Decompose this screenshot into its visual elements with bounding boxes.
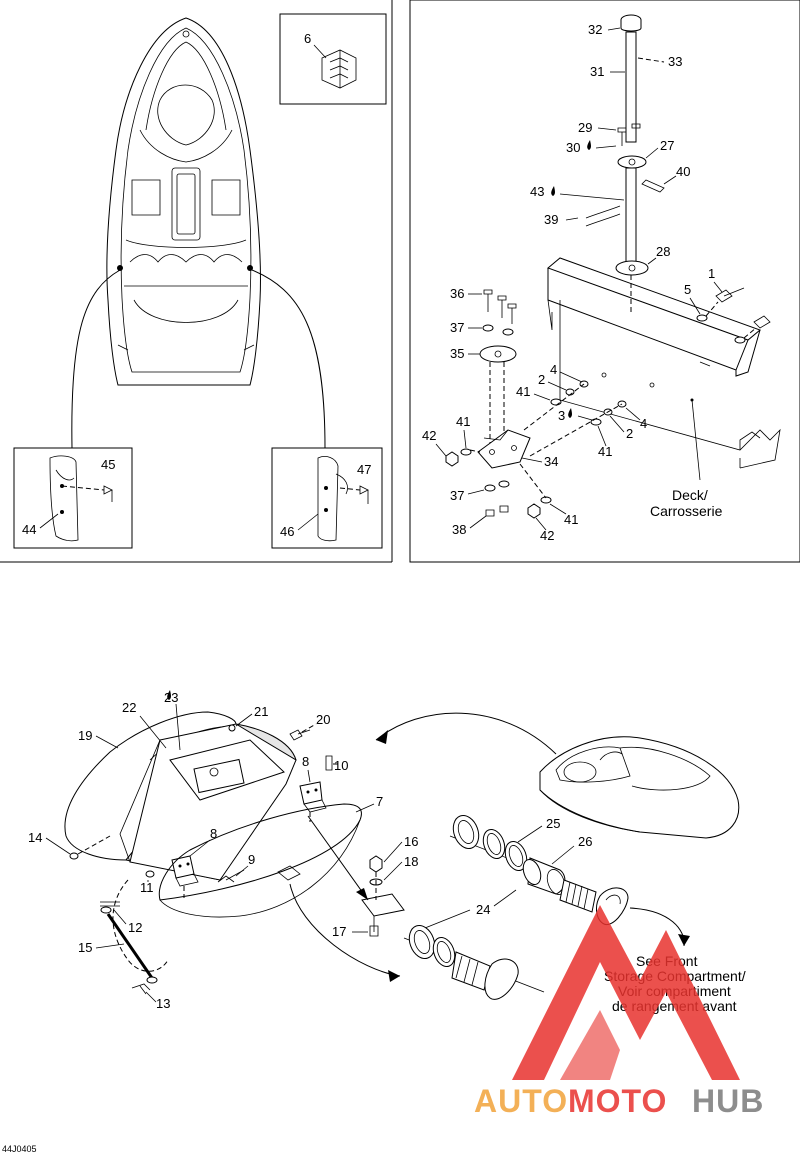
loctite-drop-icon — [167, 690, 171, 700]
callout-9: 9 — [248, 852, 255, 867]
fasteners-16-17-18: 16 18 17 — [307, 815, 418, 939]
handle-post-assembly: 32 33 31 29 30 27 43 39 — [530, 14, 690, 312]
loctite-drop-icon — [587, 140, 591, 150]
watercraft-reference-view — [375, 712, 740, 839]
brackets-8: 8 8 11 9 — [140, 754, 327, 898]
callout-14: 14 — [28, 830, 42, 845]
callout-25: 25 — [546, 816, 560, 831]
loctite-drop-icon — [568, 408, 572, 418]
callout-40: 40 — [676, 164, 690, 179]
inset-box-parts-44-45: 45 44 — [13, 447, 133, 549]
callout-43: 43 — [530, 184, 544, 199]
callout-39: 39 — [544, 212, 558, 227]
callout-2b: 2 — [626, 426, 633, 441]
callout-4b: 4 — [640, 416, 647, 431]
callout-16: 16 — [404, 834, 418, 849]
callout-33: 33 — [668, 54, 682, 69]
hull-top-view — [106, 17, 262, 386]
callout-41d: 41 — [564, 512, 578, 527]
washer-nut-sets: 41 2 4 3 4 2 41 42 41 37 — [422, 362, 647, 543]
bracket-stack-left: 36 37 35 — [450, 286, 517, 450]
callout-6: 6 — [304, 31, 311, 46]
deck-block: Deck/ Carrosserie — [547, 257, 781, 519]
callout-15: 15 — [78, 940, 92, 955]
callout-8a: 8 — [302, 754, 309, 769]
watermark-part1: AUTO — [474, 1083, 568, 1119]
callout-44: 44 — [22, 522, 36, 537]
callout-10: 10 — [334, 758, 348, 773]
top-right-panel: 32 33 31 29 30 27 43 39 — [409, 0, 800, 563]
fasteners-20-10: 20 10 — [289, 712, 348, 773]
deck-fasteners: 1 5 — [684, 266, 771, 344]
figure-code: 44J0405 — [2, 1144, 37, 1154]
callout-34: 34 — [544, 454, 558, 469]
callout-13: 13 — [156, 996, 170, 1011]
callout-42a: 42 — [422, 428, 436, 443]
callout-18: 18 — [404, 854, 418, 869]
deck-label-fr: Carrosserie — [650, 503, 723, 519]
callout-47: 47 — [357, 462, 371, 477]
callout-20: 20 — [316, 712, 330, 727]
callout-35: 35 — [450, 346, 464, 361]
callout-38: 38 — [452, 522, 466, 537]
callout-7: 7 — [376, 794, 383, 809]
callout-21: 21 — [254, 704, 268, 719]
watermark-logo: AUTO MOTO HUB — [474, 905, 764, 1119]
inset-box-parts-46-47: 47 46 — [271, 447, 383, 549]
callout-45: 45 — [101, 457, 115, 472]
inset-box-part-6: 6 — [279, 13, 387, 105]
callout-36: 36 — [450, 286, 464, 301]
callout-41c: 41 — [456, 414, 470, 429]
callout-17: 17 — [332, 924, 346, 939]
callout-8b: 8 — [210, 826, 217, 841]
callout-27: 27 — [660, 138, 674, 153]
callout-24: 24 — [476, 902, 490, 917]
callout-37a: 37 — [450, 320, 464, 335]
callout-11: 11 — [140, 880, 154, 895]
watermark-part2: MOTO — [568, 1083, 667, 1119]
callout-32: 32 — [588, 22, 602, 37]
strap-assembly: 12 15 13 — [78, 879, 170, 1011]
callout-1: 1 — [708, 266, 715, 281]
callout-41a: 41 — [516, 384, 530, 399]
loctite-drop-icon — [551, 186, 555, 196]
callout-12: 12 — [128, 920, 142, 935]
callout-22: 22 — [122, 700, 136, 715]
callout-31: 31 — [590, 64, 604, 79]
callout-41b: 41 — [598, 444, 612, 459]
callout-3: 3 — [558, 408, 565, 423]
bracket-34: 34 — [477, 429, 558, 469]
storage-cover-19: 19 22 23 21 14 — [28, 690, 297, 881]
callout-19: 19 — [78, 728, 92, 743]
top-left-panel: 6 45 44 47 — [0, 0, 393, 563]
callout-46: 46 — [280, 524, 294, 539]
callout-26: 26 — [578, 834, 592, 849]
callout-37b: 37 — [450, 488, 464, 503]
callout-30: 30 — [566, 140, 580, 155]
deck-label-en: Deck/ — [672, 487, 708, 503]
callout-29: 29 — [578, 120, 592, 135]
callout-28: 28 — [656, 244, 670, 259]
watermark-part3: HUB — [692, 1083, 764, 1119]
callout-5: 5 — [684, 282, 691, 297]
callout-23: 23 — [164, 690, 178, 705]
callout-2a: 2 — [538, 372, 545, 387]
callout-4a: 4 — [550, 362, 557, 377]
callout-42b: 42 — [540, 528, 554, 543]
